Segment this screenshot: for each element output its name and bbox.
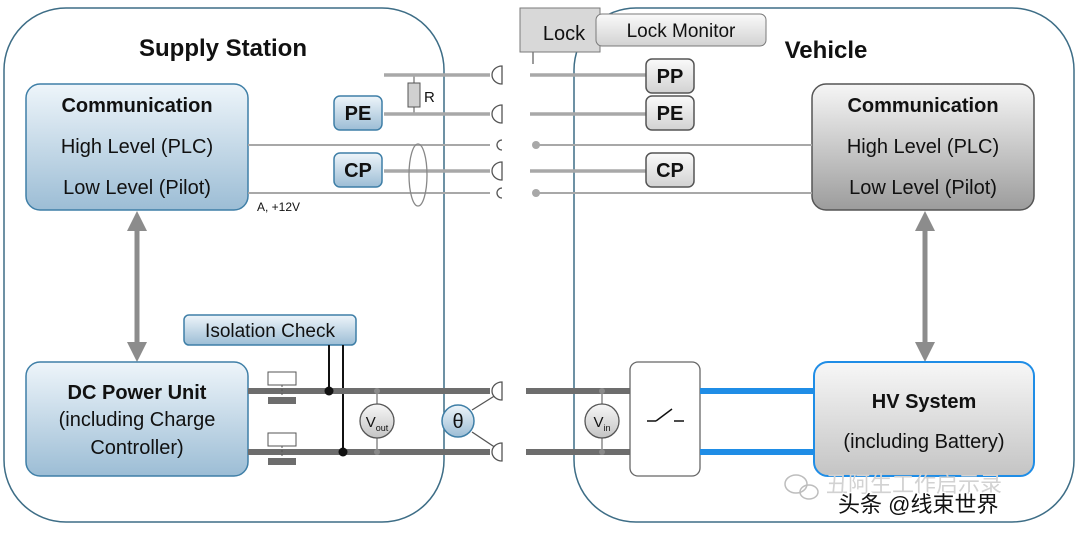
lock-monitor-label: Lock Monitor [627, 21, 736, 42]
dc-power-unit-line3: Controller) [90, 437, 183, 459]
vin-meter: Vin [584, 388, 620, 455]
svg-text:Vout: Vout [366, 414, 389, 433]
supply-connector-sockets [491, 65, 503, 199]
vout-meter: Vout [359, 388, 395, 455]
hv-system-title: HV System [872, 391, 977, 413]
hv-lines [700, 388, 814, 455]
wechat-icon [784, 474, 819, 500]
dc-power-unit-box: DC Power Unit (including Charge Controll… [25, 361, 249, 477]
dc-power-unit-line2: (including Charge [59, 409, 216, 431]
cable-bundle-ellipse [408, 143, 428, 207]
isolation-check-box: Isolation Check [183, 314, 357, 346]
power-connector-sockets [491, 381, 503, 462]
resistor-symbol [407, 82, 421, 108]
supply-pe-label: PE [345, 103, 372, 125]
lock-label: Lock [543, 23, 586, 45]
watermark: 丑阿生工作启示录 头条 @线束世界 [784, 472, 1002, 519]
isolation-junctions [324, 386, 348, 457]
vehicle-cp-badge: CP [645, 152, 695, 188]
vehicle-title: Vehicle [785, 37, 868, 64]
vout-symbol: V [366, 414, 376, 431]
supply-station-title: Supply Station [139, 35, 307, 62]
watermark-wechat-line: 丑阿生工作启示录 [826, 472, 1002, 497]
dc-power-unit-title: DC Power Unit [68, 382, 207, 404]
vin-symbol: V [593, 414, 603, 431]
dc-contactor-minus [267, 432, 297, 465]
vehicle-power-lines [526, 388, 630, 455]
vehicle-communication-box: Communication High Level (PLC) Low Level… [811, 83, 1035, 211]
vehicle-pe-label: PE [657, 103, 684, 125]
vehicle-low-level-label: Low Level (Pilot) [849, 177, 997, 199]
vehicle-high-level-label: High Level (PLC) [847, 136, 999, 158]
supply-signal-wires [248, 73, 490, 194]
dc-contactor-plus [267, 371, 297, 404]
vehicle-communication-title: Communication [847, 95, 998, 117]
vehicle-pin-dots [532, 141, 540, 197]
vin-subscript: in [604, 423, 611, 433]
pilot-voltage-note: A, +12V [257, 200, 300, 214]
supply-high-level-label: High Level (PLC) [61, 136, 213, 158]
vehicle-pp-badge: PP [645, 58, 695, 94]
vehicle-cp-label: CP [656, 160, 684, 182]
supply-communication-title: Communication [61, 95, 212, 117]
supply-cp-label: CP [344, 160, 372, 182]
supply-cp-badge: CP [333, 152, 383, 188]
supply-pe-badge: PE [333, 95, 383, 131]
vout-subscript: out [376, 423, 389, 433]
vehicle-pp-label: PP [657, 66, 684, 88]
lock-monitor-block: Lock Monitor [595, 13, 767, 47]
supply-power-lines [248, 388, 490, 455]
svg-text:Vin: Vin [593, 414, 610, 433]
hv-system-subtitle: (including Battery) [843, 431, 1004, 453]
supply-low-level-label: Low Level (Pilot) [63, 177, 211, 199]
vehicle-signal-wires [530, 73, 812, 194]
isolation-check-leads [328, 345, 344, 452]
hv-system-box: HV System (including Battery) [813, 361, 1035, 477]
watermark-credit-line: 头条 @线束世界 [838, 492, 998, 517]
supply-communication-box: Communication High Level (PLC) Low Level… [25, 83, 249, 211]
vehicle-pe-badge: PE [645, 95, 695, 131]
vehicle-contactor-box [629, 361, 701, 477]
resistor-label: R [424, 89, 435, 106]
isolation-check-label: Isolation Check [205, 321, 335, 342]
theta-symbol: θ [452, 411, 463, 433]
temperature-sensor: θ [441, 394, 497, 449]
lock-block: Lock [519, 7, 601, 64]
